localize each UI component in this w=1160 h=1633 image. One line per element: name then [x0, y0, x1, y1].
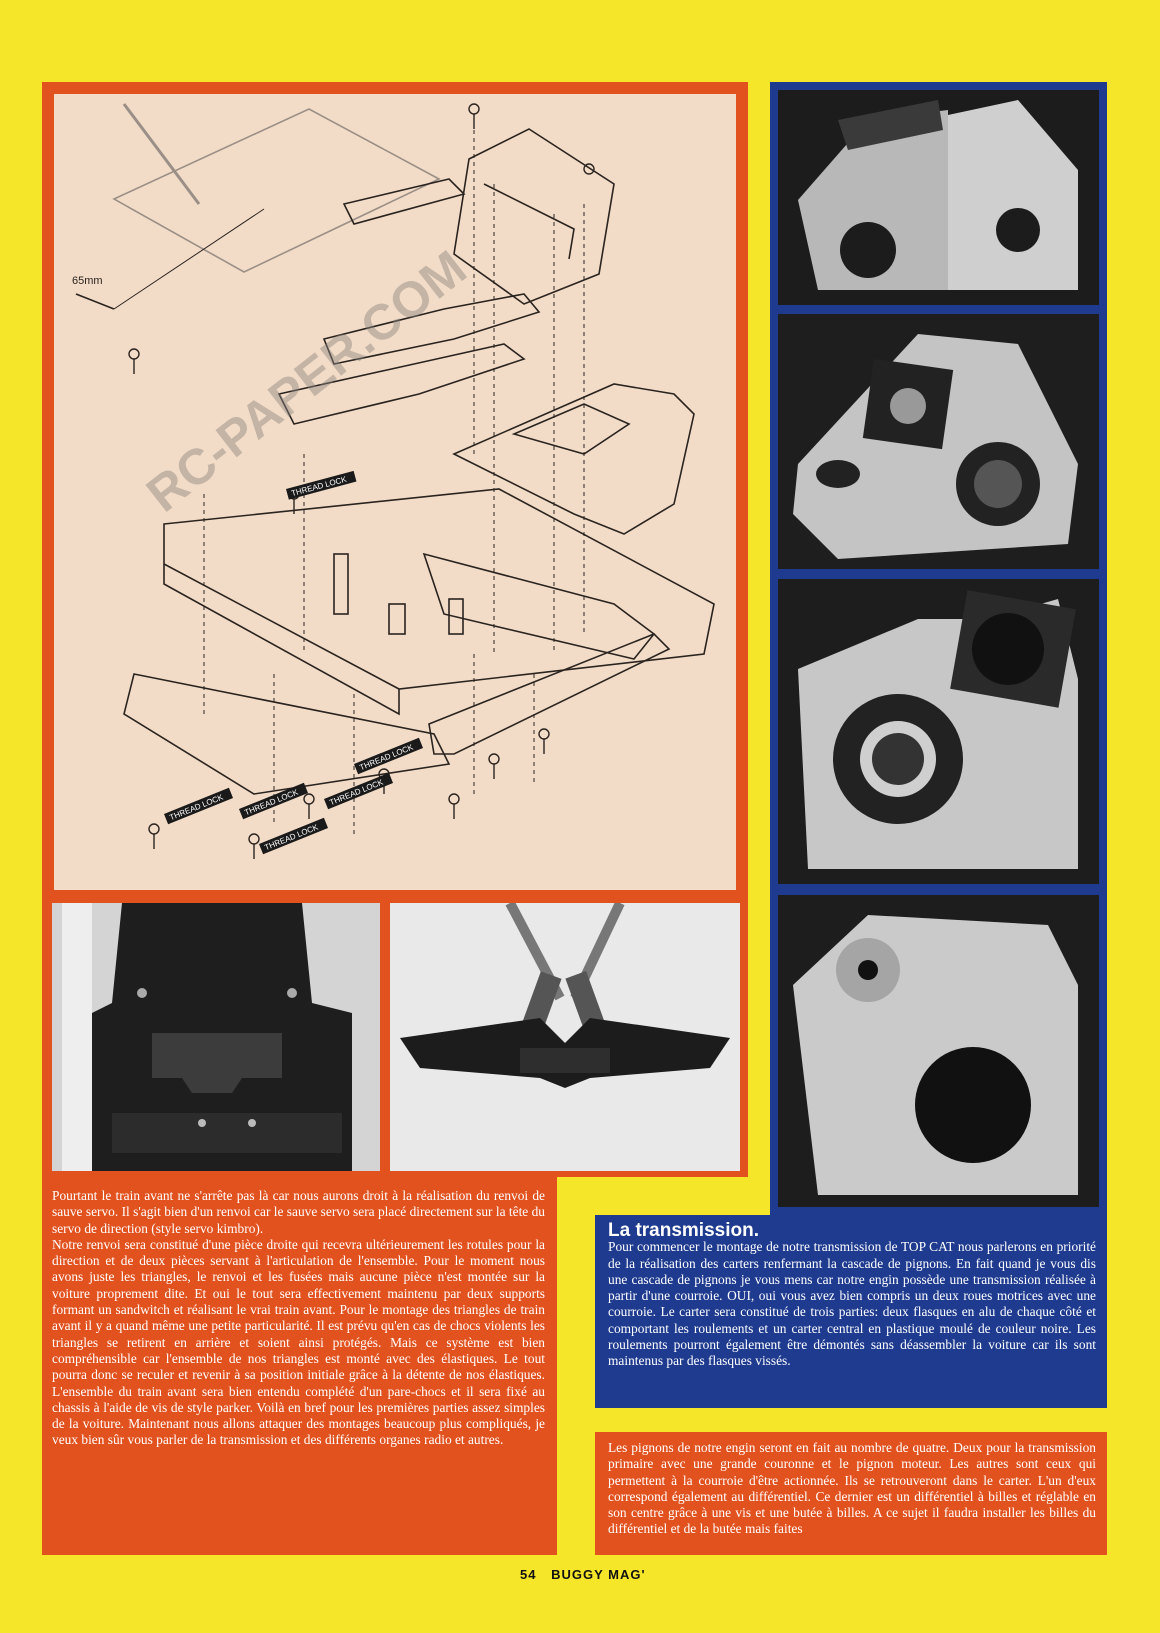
pignons-text: Les pignons de notre engin seront en fai… [608, 1440, 1096, 1538]
chassis-diagram-drawing: 65mm THREAD LOCK THREAD LOCK THREAD LOCK… [72, 103, 715, 859]
diagram-panel: 65mm THREAD LOCK THREAD LOCK THREAD LOCK… [42, 82, 748, 902]
gearbox-photo-4 [778, 895, 1099, 1207]
thread-lock-label: THREAD LOCK [290, 475, 348, 499]
left-article-text: Pourtant le train avant ne s'arrête pas … [52, 1188, 545, 1449]
gearbox-photos-panel [770, 82, 1107, 1215]
paragraph: Les pignons de notre engin seront en fai… [608, 1440, 1096, 1537]
gearbox-photo-1 [778, 90, 1099, 305]
dimension-label: 65mm [72, 275, 103, 287]
paragraph: Pourtant le train avant ne s'arrête pas … [52, 1188, 545, 1236]
left-text-panel: Pourtant le train avant ne s'arrête pas … [42, 1177, 557, 1555]
transmission-panel: La transmission. Pour commencer le monta… [595, 1215, 1107, 1408]
magazine-name: BUGGY MAG' [551, 1567, 646, 1582]
transmission-text: La transmission. Pour commencer le monta… [608, 1220, 1096, 1370]
watermark-logo: RC-PAPER.COM [136, 240, 476, 523]
page-footer: 54 BUGGY MAG' [520, 1567, 646, 1582]
transmission-heading: La transmission. [608, 1220, 759, 1241]
paragraph: Pour commencer le montage de notre trans… [608, 1239, 1096, 1369]
watermark-text: RC-PAPER.COM [136, 240, 476, 523]
thread-lock-label: THREAD LOCK [168, 792, 225, 822]
thread-lock-label: THREAD LOCK [358, 742, 415, 772]
front-suspension-photo [390, 903, 740, 1171]
page-number: 54 [520, 1567, 537, 1582]
thread-lock-label: THREAD LOCK [263, 822, 320, 852]
exploded-diagram: 65mm THREAD LOCK THREAD LOCK THREAD LOCK… [54, 94, 736, 890]
photos-panel [42, 895, 748, 1177]
front-bulkhead-photo [52, 903, 380, 1171]
gearbox-photo-3 [778, 579, 1099, 884]
pignons-panel: Les pignons de notre engin seront en fai… [595, 1432, 1107, 1555]
gearbox-photo-2 [778, 314, 1099, 569]
paragraph: Notre renvoi sera constitué d'une pièce … [52, 1236, 545, 1448]
